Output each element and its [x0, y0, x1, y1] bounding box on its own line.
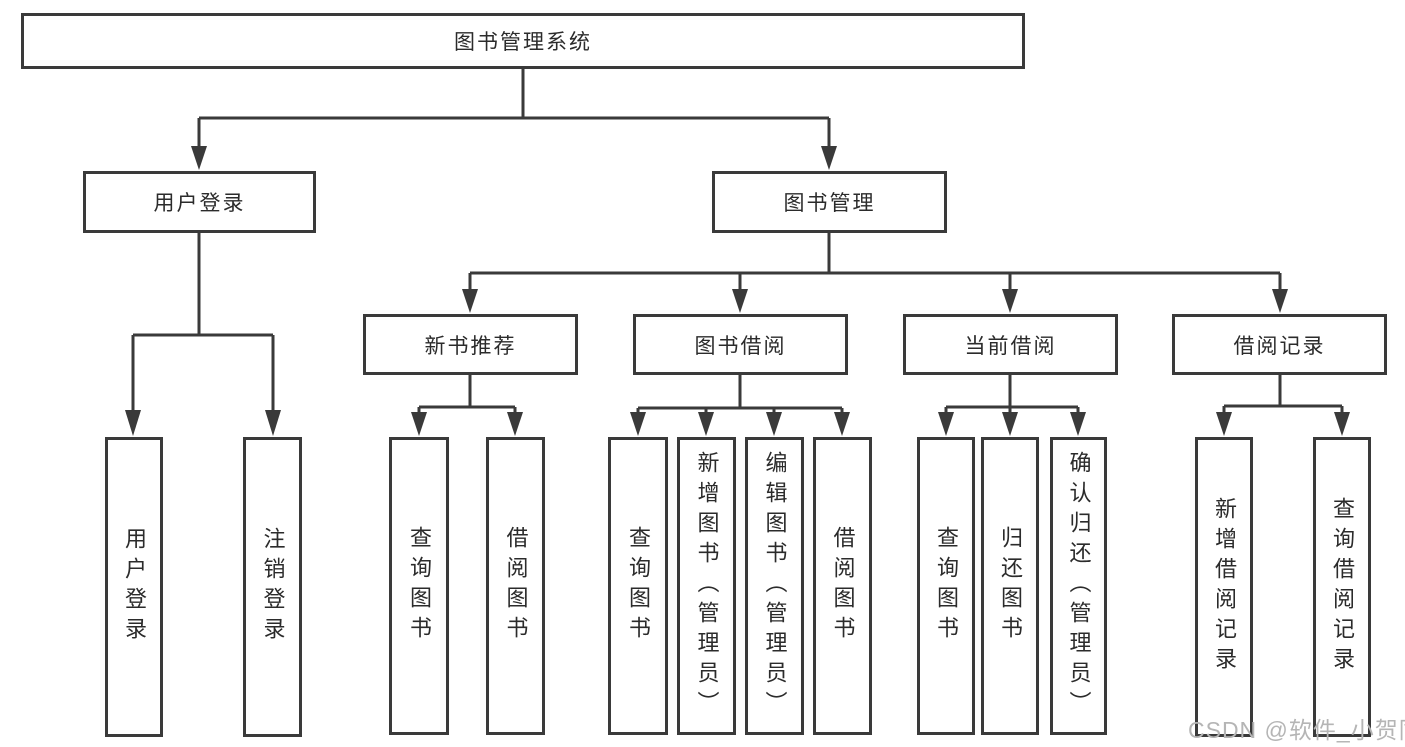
leaf-return-books: 归还图书	[981, 437, 1039, 735]
node-book-borrow: 图书借阅	[633, 314, 848, 375]
leaf-confirm-return-admin: 确认归还（管理员）	[1050, 437, 1107, 735]
leaf-edit-books-admin: 编辑图书（管理员）	[745, 437, 804, 735]
leaf-user-login: 用户登录	[105, 437, 163, 737]
csdn-watermark: CSDN @软件_小贺同学	[1188, 717, 1405, 743]
leaf-query-books-recommend: 查询图书	[389, 437, 449, 735]
leaf-borrow-books-recommend: 借阅图书	[486, 437, 545, 735]
node-current-borrow: 当前借阅	[903, 314, 1118, 375]
node-user-login: 用户登录	[83, 171, 316, 233]
leaf-query-borrow-record: 查询借阅记录	[1313, 437, 1371, 737]
node-borrow-records: 借阅记录	[1172, 314, 1387, 375]
leaf-logout: 注销登录	[243, 437, 302, 737]
node-library-management-system: 图书管理系统	[21, 13, 1025, 69]
leaf-query-books-borrow: 查询图书	[608, 437, 668, 735]
node-book-management: 图书管理	[712, 171, 947, 233]
leaf-query-books-current: 查询图书	[917, 437, 975, 735]
leaf-add-borrow-record: 新增借阅记录	[1195, 437, 1253, 737]
node-new-book-recommend: 新书推荐	[363, 314, 578, 375]
leaf-add-books-admin: 新增图书（管理员）	[677, 437, 736, 735]
leaf-borrow-books: 借阅图书	[813, 437, 872, 735]
